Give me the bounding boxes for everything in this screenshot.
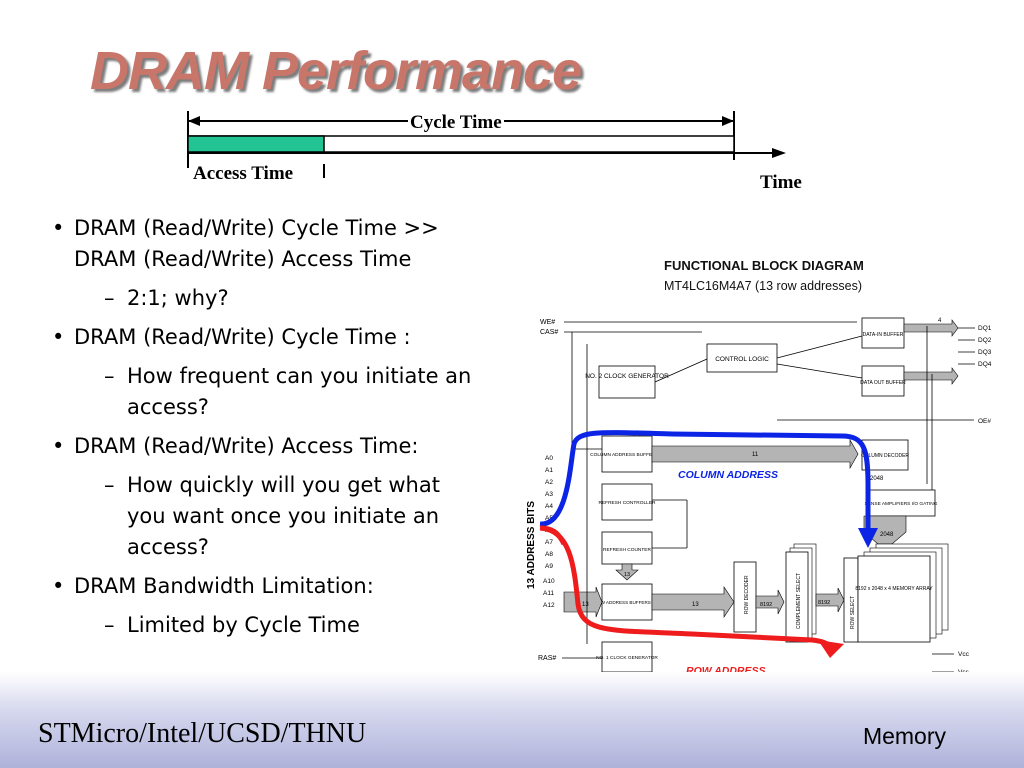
bullet-item: DRAM (Read/Write) Cycle Time : [52,322,472,353]
refresh-controller-label: REFRESH CONTROLLER [598,500,656,506]
memory-array-label: 8192 x 2048 x 4 MEMORY ARRAY [855,586,933,592]
svg-text:A0: A0 [545,455,553,462]
data-out-bus [903,367,959,385]
control-logic-label: CONTROL LOGIC [715,356,769,363]
no2-clock-generator-label: NO. 2 CLOCK GENERATOR [585,373,669,380]
svg-text:13: 13 [692,602,699,608]
sub-bullet-text: 2:1; why? [127,286,229,310]
row-address-buffers [601,583,653,621]
svg-text:A7: A7 [545,539,553,546]
cycle-arrowhead-left [188,116,200,126]
cycle-time-timeline [187,111,786,178]
row-address-arrowhead [818,640,844,658]
time-axis-label: Time [760,172,802,193]
dq2-label: DQ2 [978,337,992,344]
no2-clock-generator [598,365,656,399]
time-axis-arrowhead [772,148,786,158]
address-pins: A0 A1 A2 A3 A4 A5 A6 A7 A8 A9 A10 A11 A1… [543,455,555,609]
sub-bullet-item: –How frequent can you initiate an access… [104,364,472,419]
row-bus [651,586,735,618]
bullet-item: DRAM (Read/Write) Access Time: [52,431,472,462]
svg-text:A1: A1 [545,467,553,474]
column-address-buffer-label: COLUMN ADDRESS BUFFER(11) [590,452,664,458]
svg-text:A10: A10 [543,578,555,585]
dq3-label: DQ3 [978,349,992,356]
row-bus-in [563,586,603,618]
footer-section: Memory [862,723,946,749]
data-out-buffer [861,365,905,397]
data-in-buffer [861,317,905,349]
svg-text:11: 11 [752,452,759,458]
vcc-label: Vcc [958,651,970,658]
oe-pin-label: OE# [978,418,991,425]
refresh-counter [601,531,653,565]
bullet-item: DRAM Bandwidth Limitation: [52,571,472,602]
sub-bullet-item: –Limited by Cycle Time [104,613,360,637]
row-address-buffers-label: ROW ADDRESS BUFFERS (13) [594,600,661,605]
complement-select [785,551,809,643]
svg-text:A8: A8 [545,551,553,558]
slide-title: DRAM Performance [90,41,582,101]
svg-text:2048: 2048 [880,532,894,538]
block-diagram-subtitle: MT4LC16M4A7 (13 row addresses) [664,279,862,293]
svg-text:A9: A9 [545,563,553,570]
access-time-label: Access Time [193,163,294,185]
svg-text:8192: 8192 [760,602,772,608]
functional-block-diagram: FUNCTIONAL BLOCK DIAGRAM MT4LC16M4A7 (13… [512,244,1002,684]
svg-text:13: 13 [582,602,589,608]
data-out-buffer-label: DATA OUT BUFFER [860,380,906,386]
svg-text:A11: A11 [543,590,554,597]
cycle-time-label: Cycle Time [408,112,504,134]
cycle-arrowhead-right [722,116,734,126]
dq4-label: DQ4 [978,361,992,368]
column-decoder-label: COLUMN DECODER [861,453,909,459]
column-bus [651,438,859,470]
row-decoder-label: ROW DECODER [744,575,750,614]
dq1-label: DQ1 [978,325,992,332]
block-diagram-title: FUNCTIONAL BLOCK DIAGRAM [664,258,864,273]
footer-affiliation: STMicro/Intel/UCSD/THNU [38,718,367,749]
bullet-item: DRAM (Read/Write) Cycle Time >> DRAM (Re… [52,213,472,275]
svg-text:A3: A3 [545,491,553,498]
svg-text:8192: 8192 [818,600,830,606]
column-address-label: COLUMN ADDRESS [678,469,778,481]
svg-text:A5: A5 [545,515,553,522]
sub-bullet-item: –2:1; why? [104,286,229,310]
address-bits-label: 13 ADDRESS BITS [526,501,537,589]
cas-pin-label: CAS# [540,329,558,336]
svg-text:A4: A4 [545,503,553,510]
footer-band [0,672,1024,768]
sub-bullet-item: –How quickly will you get what you want … [104,473,440,559]
complement-select-label: COMPLEMENT SELECT [796,573,802,629]
column-address-buffer [601,435,653,473]
column-address-arrow [539,430,871,528]
svg-text:13: 13 [624,572,630,578]
row-select-label: ROW SELECT [850,596,856,629]
no1-clock-generator-label: NO. 1 CLOCK GENERATOR [596,655,658,661]
refresh-controller [601,483,653,521]
data-in-buffer-label: DATA-IN BUFFER [863,332,904,338]
memory-array [857,555,931,643]
svg-text:2048: 2048 [870,476,884,482]
column-address-arrowhead [858,528,878,548]
bullet-list: DRAM (Read/Write) Cycle Time >> DRAM (Re… [52,213,472,649]
sub-bullet-text: How quickly will you get what you want o… [127,473,440,559]
ras-pin-label: RAS# [538,655,556,662]
svg-text:A2: A2 [545,479,553,486]
we-pin-label: WE# [540,319,555,326]
sub-bullet-text: Limited by Cycle Time [127,613,360,637]
access-time-bar [187,135,325,153]
svg-text:4: 4 [938,318,942,324]
sense-amplifiers-label: SENSE AMPLIFIERS I/O GATING [865,501,938,507]
svg-text:A12: A12 [543,602,555,609]
refresh-counter-label: REFRESH COUNTER [603,547,652,553]
data-in-bus [903,319,959,337]
sub-bullet-text: How frequent can you initiate an access? [127,364,472,419]
